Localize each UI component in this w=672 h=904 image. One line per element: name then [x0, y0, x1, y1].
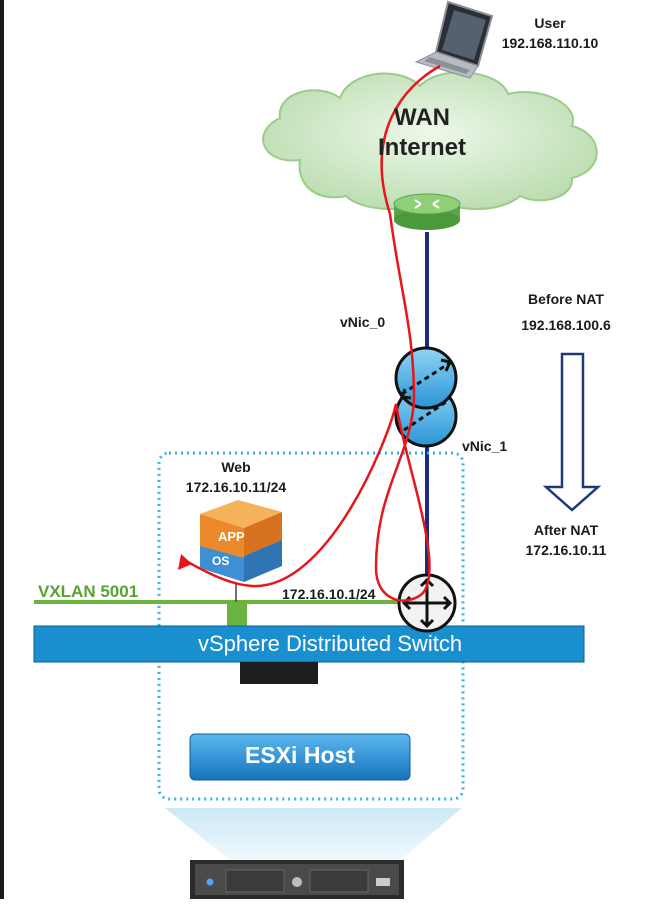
esxi-host-label: ESXi Host	[245, 742, 355, 768]
after-nat-ip: 172.16.10.11	[525, 542, 607, 558]
user-label: User	[534, 15, 566, 31]
wan-label: WAN	[394, 104, 450, 131]
laptop-icon	[414, 0, 494, 79]
traffic-path	[183, 64, 441, 602]
server-icon	[190, 860, 404, 899]
vm-app-label: APP	[218, 529, 245, 544]
vnic1-label: vNic_1	[462, 438, 508, 454]
esxi-host-box	[189, 733, 411, 781]
internet-label: Internet	[377, 134, 466, 161]
web-vm-ip: 172.16.10.11/24	[185, 479, 287, 495]
down-arrow-icon	[542, 352, 602, 512]
traffic-arrowhead	[178, 554, 192, 570]
before-nat-ip: 192.168.100.6	[521, 317, 611, 333]
edge-gateway-icon	[394, 346, 458, 448]
switch-uplink-block	[240, 662, 318, 684]
web-vm-name: Web	[221, 459, 251, 475]
logical-router-icon	[397, 573, 457, 633]
perimeter-router-icon	[393, 193, 461, 230]
after-nat-label: After NAT	[533, 522, 599, 538]
vm-os-label: OS	[212, 554, 229, 568]
vm-port	[227, 602, 247, 628]
host-beam	[165, 808, 462, 862]
window-edge	[0, 0, 4, 899]
switch-label: vSphere Distributed Switch	[197, 631, 463, 656]
before-nat-label: Before NAT	[528, 291, 604, 307]
vxlan-label: VXLAN 5001	[38, 582, 139, 601]
vnic0-label: vNic_0	[340, 314, 386, 330]
distributed-switch-bar	[33, 625, 585, 663]
gateway-ip-label: 172.16.10.1/24	[282, 586, 376, 602]
user-ip-label: 192.168.110.10	[501, 35, 599, 51]
vm-icon	[200, 500, 282, 582]
